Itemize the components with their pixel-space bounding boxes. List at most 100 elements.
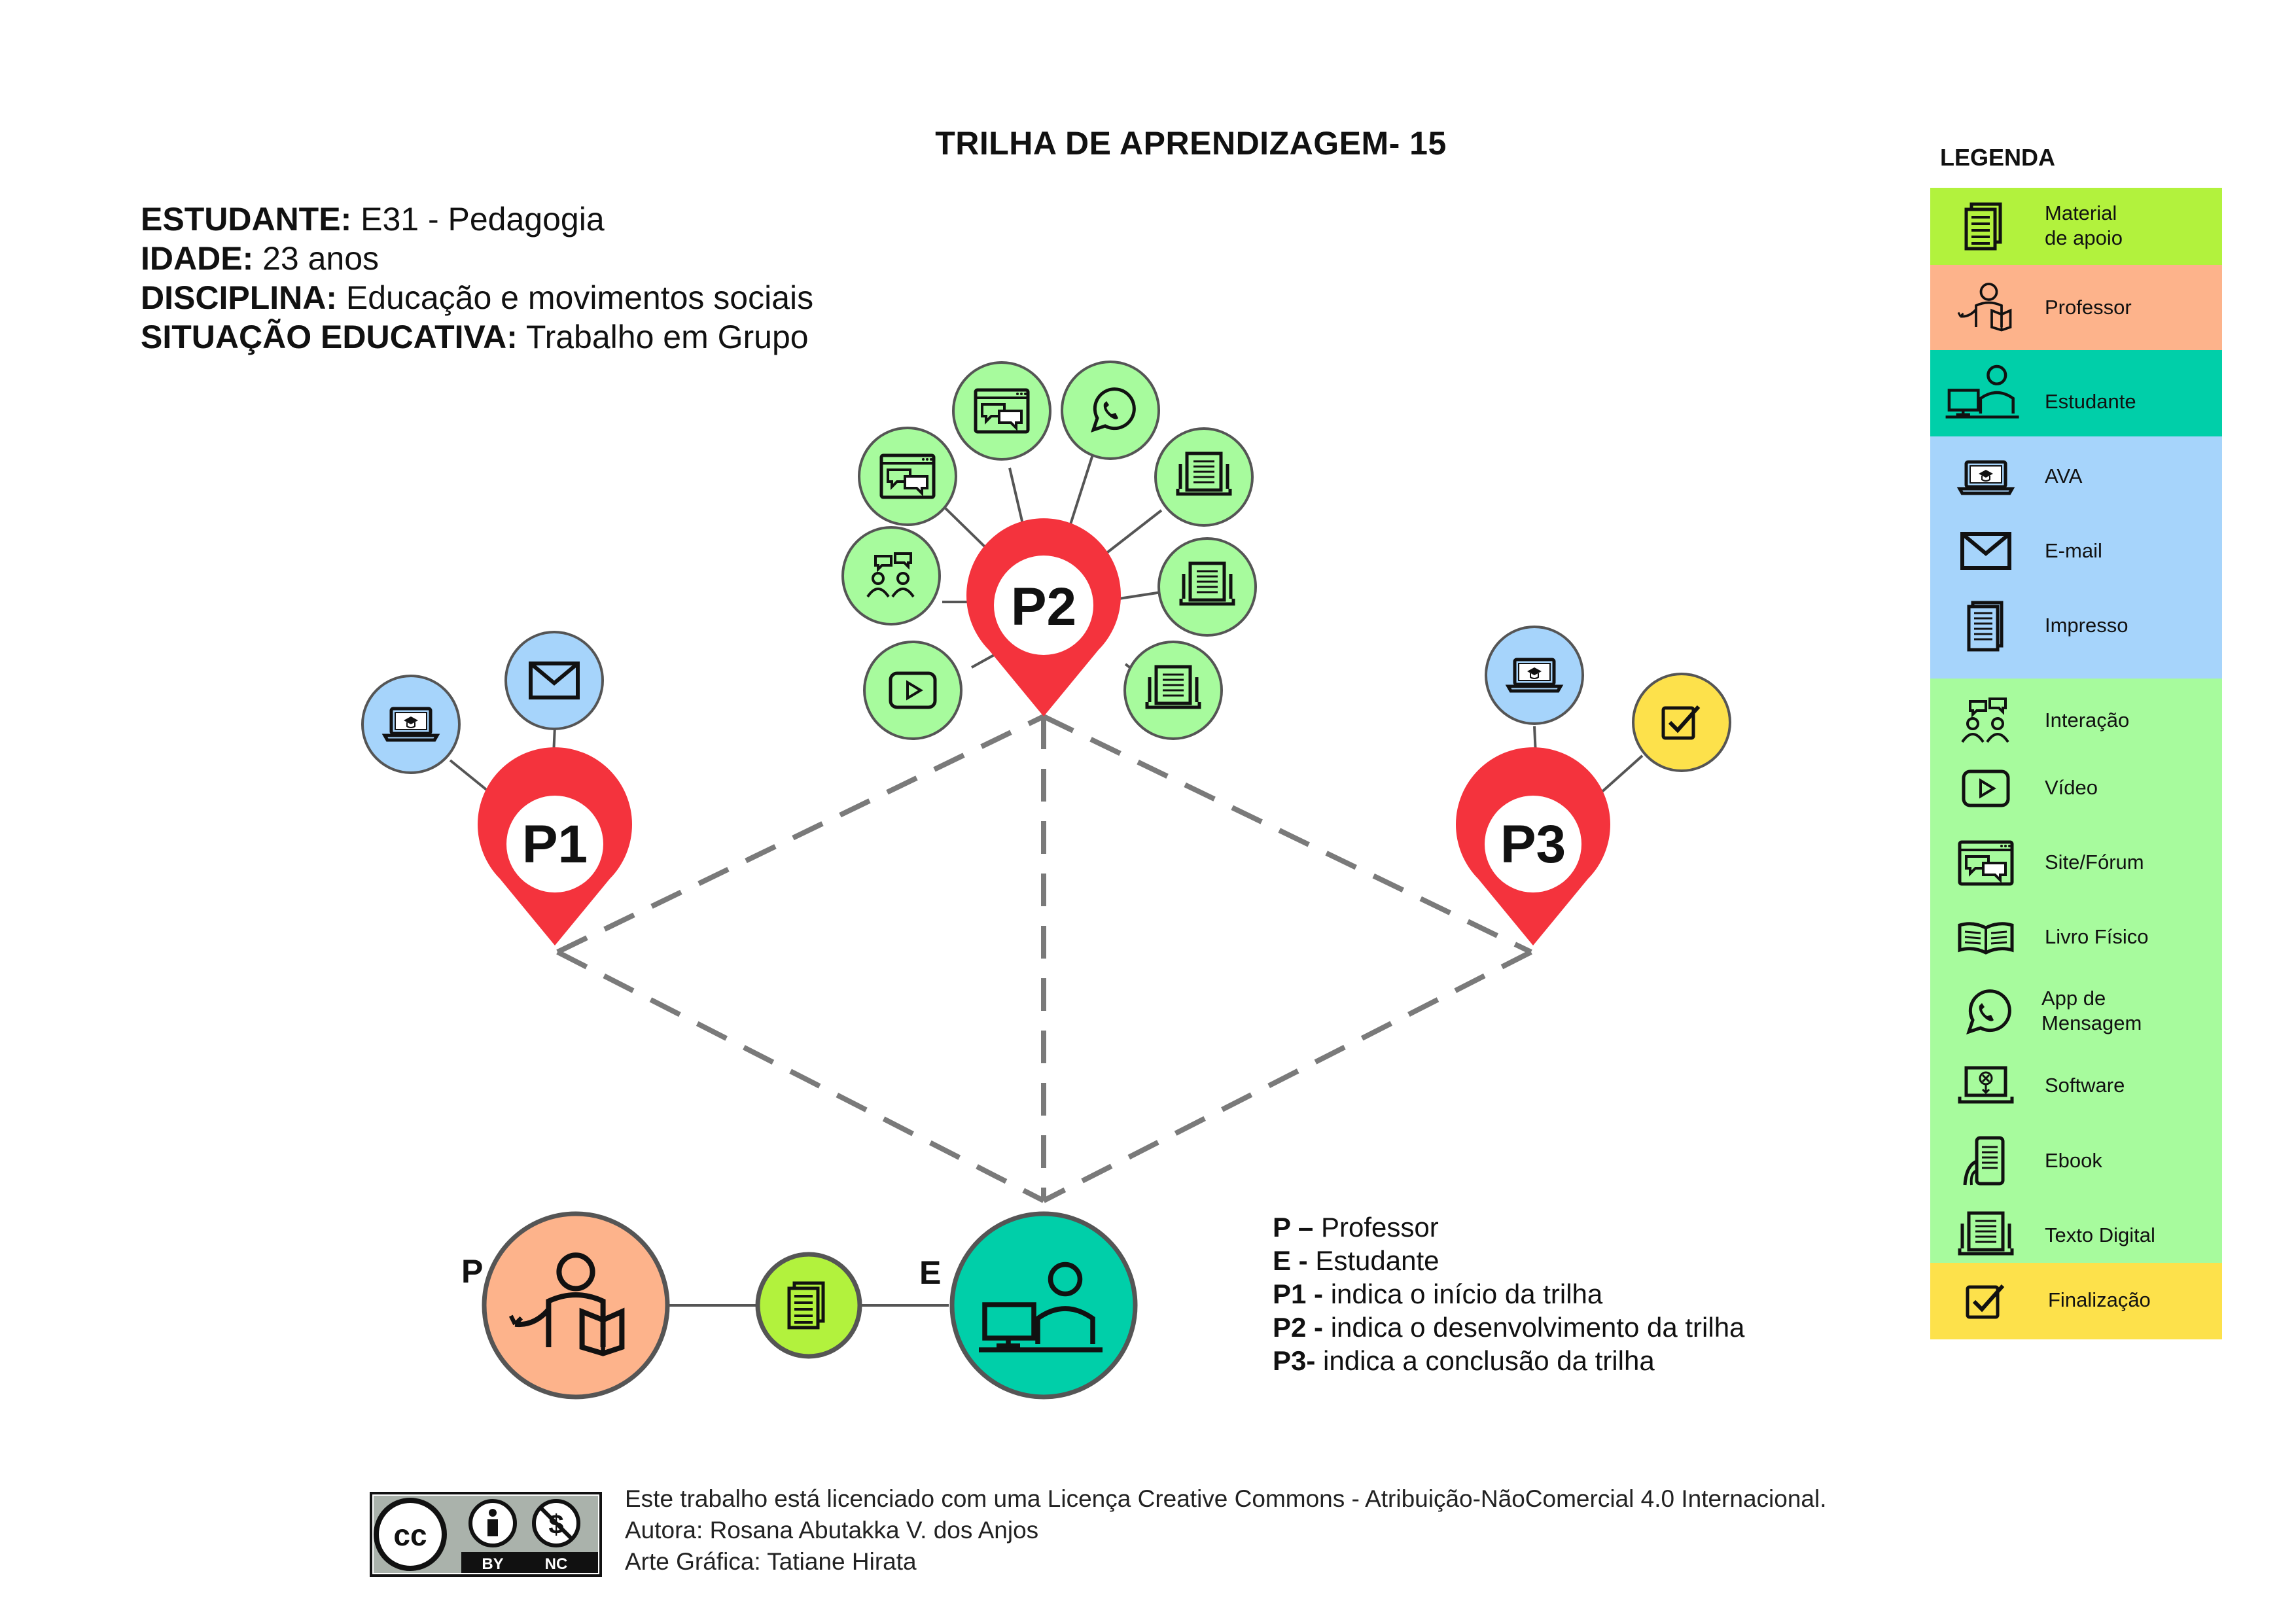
dash-p1-to-p2	[556, 714, 1045, 955]
author-text: Autora: Rosana Abutakka V. dos Anjos	[625, 1517, 1039, 1544]
digital-text-icon	[1956, 1207, 2015, 1266]
forum-window-icon	[1956, 834, 2015, 892]
legend-label: AVA	[2045, 465, 2083, 487]
cc-by-label: BY	[482, 1555, 503, 1573]
discipline-value: Educação e movimentos sociais	[337, 279, 814, 316]
page-title: TRILHA DE APRENDIZAGEM- 15	[935, 125, 1447, 162]
note-text: indica o início da trilha	[1323, 1279, 1603, 1309]
situation-value: Trabalho em Grupo	[517, 319, 809, 355]
printed-document-icon	[1956, 595, 2015, 654]
student-node	[949, 1211, 1138, 1400]
legend-label: Finalização	[2048, 1288, 2151, 1311]
legend-label: E-mail	[2045, 539, 2102, 562]
legend-group-blue: AVA E-mail Impresso	[1930, 436, 2222, 679]
discipline-label: DISCIPLINA:	[141, 279, 337, 316]
art-text: Arte Gráfica: Tatiane Hirata	[625, 1548, 917, 1575]
student-line: ESTUDANTE: E31 - Pedagogia	[141, 200, 605, 239]
p2-forum-node-2	[952, 361, 1051, 461]
p2-digital-text-node-3	[1123, 641, 1223, 740]
laptop-graduation-icon	[1956, 448, 2015, 507]
cc-icon	[374, 1498, 447, 1571]
legend-label: App de Mensagem	[2041, 987, 2142, 1034]
play-icon	[1956, 759, 2015, 818]
age-value: 23 anos	[253, 240, 380, 277]
note-text: indica a conclusão da trilha	[1315, 1345, 1655, 1376]
legend-title: LEGENDA	[1940, 144, 2056, 171]
p2-whatsapp-node	[1061, 361, 1160, 460]
ebook-icon	[1956, 1132, 2015, 1191]
cc-nc-label: NC	[545, 1555, 568, 1573]
age-line: IDADE: 23 anos	[141, 239, 379, 278]
material-node	[755, 1252, 862, 1359]
note-line: P – Professor	[1273, 1210, 1744, 1244]
interaction-icon	[1961, 697, 2009, 743]
p2-forum-node-1	[858, 427, 957, 526]
discipline-line: DISCIPLINA: Educação e movimentos sociai…	[141, 278, 813, 317]
software-laptop-icon	[1956, 1058, 2015, 1117]
legend-label: Software	[2045, 1074, 2125, 1097]
note-line: P3- indica a conclusão da trilha	[1273, 1344, 1744, 1377]
legend-label: Impresso	[2045, 614, 2128, 637]
legend-label: Professor	[2045, 296, 2132, 319]
situation-label: SITUAÇÃO EDUCATIVA:	[141, 319, 518, 355]
notes-block: P – Professor E - Estudante P1 - indica …	[1273, 1210, 1744, 1377]
note-key: P3-	[1273, 1345, 1316, 1376]
p3-finalization-node	[1632, 673, 1731, 772]
age-label: IDADE:	[141, 240, 254, 277]
legend-label: Texto Digital	[2045, 1224, 2155, 1246]
legend-item-material: Material de apoio	[1930, 188, 2222, 265]
pin-p1-label: P1	[522, 815, 588, 874]
creative-commons-badge: cc $ BY NC	[370, 1492, 602, 1577]
note-text: indica o desenvolvimento da trilha	[1323, 1312, 1745, 1343]
legend-label: Vídeo	[2045, 776, 2098, 799]
student-value: E31 - Pedagogia	[351, 201, 605, 238]
document-stack-icon	[1956, 197, 2015, 256]
license-text: Este trabalho está licenciado com uma Li…	[625, 1485, 1827, 1512]
p3-laptop-node	[1485, 626, 1584, 725]
cc-mark: cc	[393, 1518, 427, 1552]
note-key: E -	[1273, 1245, 1308, 1276]
legend-label: Estudante	[2045, 390, 2136, 413]
note-key: P1 -	[1273, 1279, 1324, 1309]
legend-item-student: Estudante	[1930, 350, 2222, 436]
open-book-icon	[1956, 909, 2015, 968]
envelope-icon	[1956, 521, 2015, 580]
pin-p1	[478, 747, 632, 945]
note-key: P2 -	[1273, 1312, 1324, 1343]
note-text: Estudante	[1307, 1245, 1439, 1276]
legend-item-finalization: Finalização	[1930, 1263, 2222, 1339]
professor-node	[482, 1211, 670, 1400]
legend-label: Livro Físico	[2045, 925, 2149, 948]
p1-laptop-node	[361, 675, 461, 774]
professor-icon	[1957, 283, 2012, 332]
p2-digital-text-node-1	[1154, 427, 1254, 527]
student-letter: E	[919, 1254, 941, 1291]
pin-p2-label: P2	[1011, 577, 1076, 637]
legend-label: Material de apoio	[2045, 202, 2123, 249]
p1-email-node	[504, 631, 604, 730]
dash-p1-to-student	[556, 949, 1045, 1203]
student-computer-icon	[1943, 363, 2022, 422]
note-line: P2 - indica o desenvolvimento da trilha	[1273, 1311, 1744, 1344]
student-label: ESTUDANTE:	[141, 201, 352, 238]
legend-label: Site/Fórum	[2045, 851, 2144, 874]
note-line: P1 - indica o início da trilha	[1273, 1277, 1744, 1311]
legend-item-professor: Professor	[1930, 265, 2222, 350]
dash-p3-to-student	[1042, 949, 1532, 1203]
legend-group-green: Interação Vídeo Site/Fórum Livro Físico …	[1930, 679, 2222, 1263]
dashed-connections	[556, 714, 1532, 1203]
dash-p2-to-p3	[1042, 714, 1532, 955]
pin-p3-label: P3	[1500, 815, 1566, 874]
note-line: E - Estudante	[1273, 1244, 1744, 1277]
pin-p3	[1456, 747, 1610, 945]
situation-line: SITUAÇÃO EDUCATIVA: Trabalho em Grupo	[141, 317, 809, 357]
checkbox-icon	[1956, 1272, 2015, 1331]
pin-p2	[966, 518, 1121, 716]
note-key: P –	[1273, 1212, 1314, 1243]
professor-letter: P	[461, 1253, 483, 1290]
legend-label: Ebook	[2045, 1149, 2102, 1172]
legend-label: Interação	[2045, 709, 2130, 732]
p2-digital-text-node-2	[1157, 537, 1257, 637]
p2-video-node	[863, 641, 963, 740]
